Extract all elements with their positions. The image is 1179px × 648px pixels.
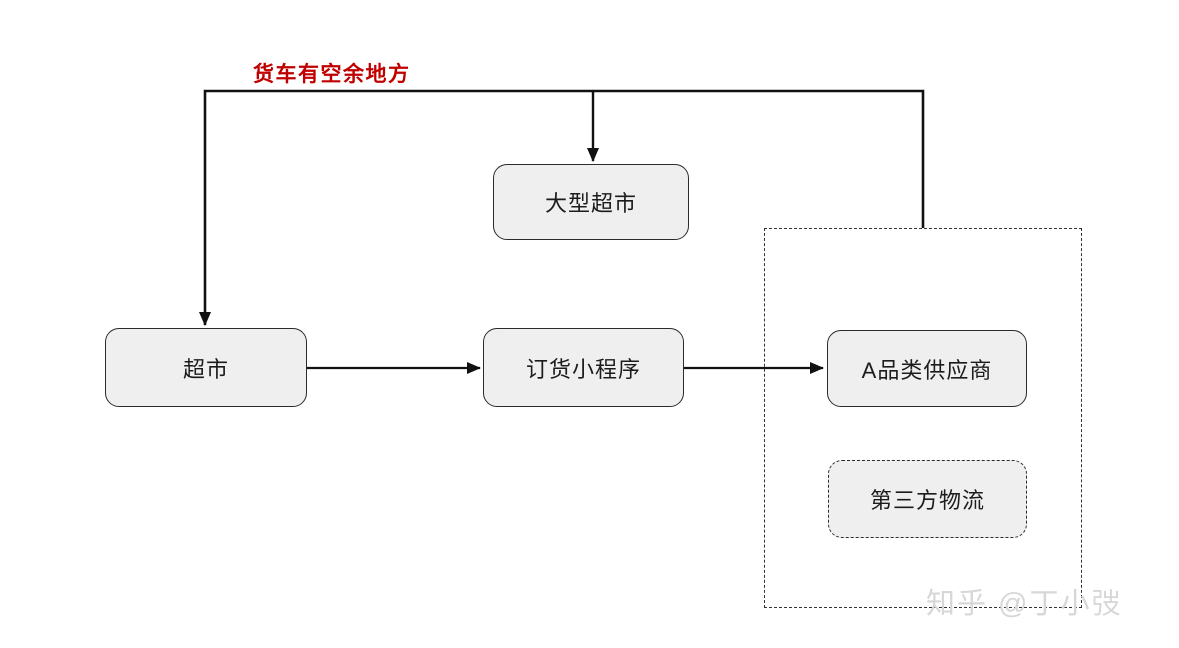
node-supplier-a: A品类供应商 [827, 330, 1027, 407]
node-third-party-logistics: 第三方物流 [828, 460, 1027, 538]
supplier-group-container [764, 228, 1082, 608]
node-supermarket: 超市 [105, 328, 307, 407]
annotation-truck-spare-space: 货车有空余地方 [253, 63, 411, 86]
node-ordering-miniapp: 订货小程序 [483, 328, 684, 407]
connector-truck-return-path [199, 89, 925, 326]
node-large-supermarket: 大型超市 [493, 164, 689, 240]
watermark: 知乎 @丁小弢 [926, 588, 1123, 620]
